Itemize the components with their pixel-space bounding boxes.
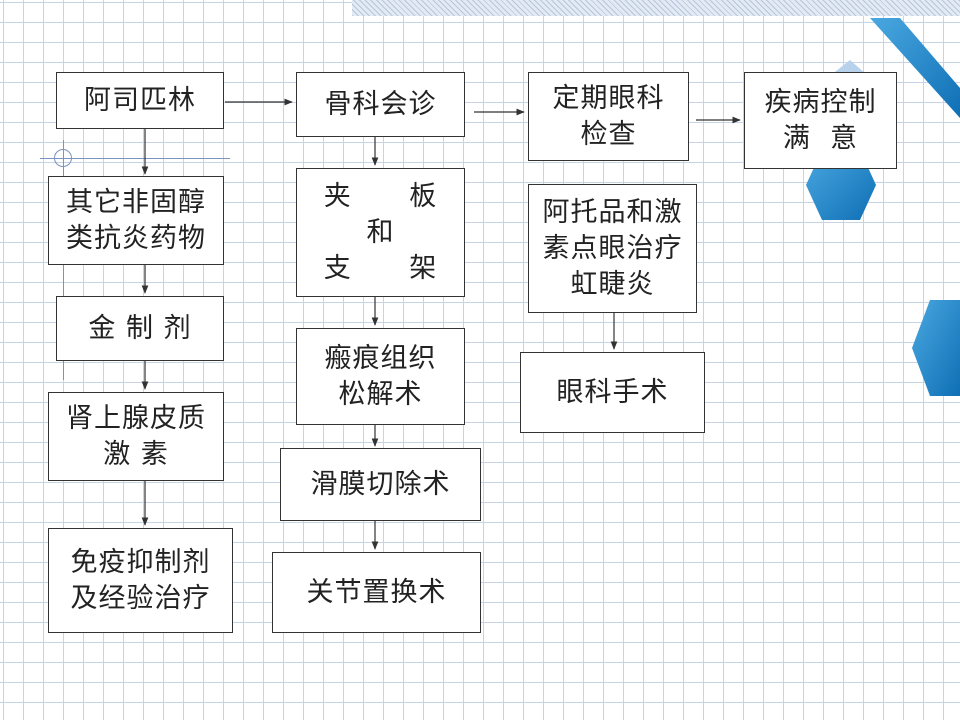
node-nsaids-line-2: 类抗炎药物 <box>66 222 206 254</box>
node-control: 疾病控制 满 意 <box>744 72 897 169</box>
node-scar-release: 瘢痕组织 松解术 <box>296 328 465 425</box>
node-gold: 金 制 剂 <box>56 296 224 361</box>
node-scar-release-line-2: 松解术 <box>338 378 423 410</box>
node-nsaids-line-1: 其它非固醇 <box>66 186 206 218</box>
node-gold-line-1: 金 制 剂 <box>88 312 192 344</box>
node-atropine-line-1: 阿托品和激 <box>542 196 683 228</box>
node-immunosuppressant: 免疫抑制剂 及经验治疗 <box>48 528 233 633</box>
decoration-line-horizontal <box>40 158 230 159</box>
node-eye-surgery: 眼科手术 <box>520 352 705 433</box>
node-corticosteroid: 肾上腺皮质 激 素 <box>48 392 224 481</box>
node-splint-brace-line-2: 和 <box>366 216 395 248</box>
node-scar-release-line-1: 瘢痕组织 <box>324 342 437 374</box>
node-atropine: 阿托品和激 素点眼治疗 虹睫炎 <box>528 184 697 313</box>
node-joint-replacement: 关节置换术 <box>272 552 481 633</box>
node-joint-replacement-line-1: 关节置换术 <box>306 576 447 608</box>
node-synovectomy: 滑膜切除术 <box>280 448 481 521</box>
node-corticosteroid-line-1: 肾上腺皮质 <box>66 402 206 434</box>
node-atropine-line-2: 素点眼治疗 <box>542 232 683 264</box>
node-ortho-consult-line-1: 骨科会诊 <box>324 88 437 120</box>
decoration-circle <box>54 149 72 167</box>
node-control-line-2: 满 意 <box>782 122 859 154</box>
node-corticosteroid-line-2: 激 素 <box>103 438 169 470</box>
node-splint-brace-line-3: 支 架 <box>323 252 438 284</box>
node-control-line-1: 疾病控制 <box>764 86 877 118</box>
node-aspirin: 阿司匹林 <box>56 72 224 129</box>
node-ortho-consult: 骨科会诊 <box>296 72 465 137</box>
node-nsaids: 其它非固醇 类抗炎药物 <box>48 176 224 265</box>
hexagon-decoration-right <box>912 300 960 396</box>
node-splint-brace-line-1: 夹 板 <box>323 180 438 212</box>
top-decorative-band <box>352 0 960 16</box>
node-atropine-line-3: 虹睫炎 <box>570 268 655 300</box>
node-eye-exam-line-1: 定期眼科 <box>552 82 665 114</box>
node-immunosuppressant-line-2: 及经验治疗 <box>70 582 211 614</box>
node-aspirin-line-1: 阿司匹林 <box>84 84 196 116</box>
node-eye-surgery-line-1: 眼科手术 <box>556 376 669 408</box>
node-eye-exam: 定期眼科 检查 <box>528 72 689 161</box>
node-immunosuppressant-line-1: 免疫抑制剂 <box>70 546 211 578</box>
node-eye-exam-line-2: 检查 <box>580 118 637 150</box>
node-synovectomy-line-1: 滑膜切除术 <box>310 468 451 500</box>
node-splint-brace: 夹 板 和 支 架 <box>296 168 465 297</box>
